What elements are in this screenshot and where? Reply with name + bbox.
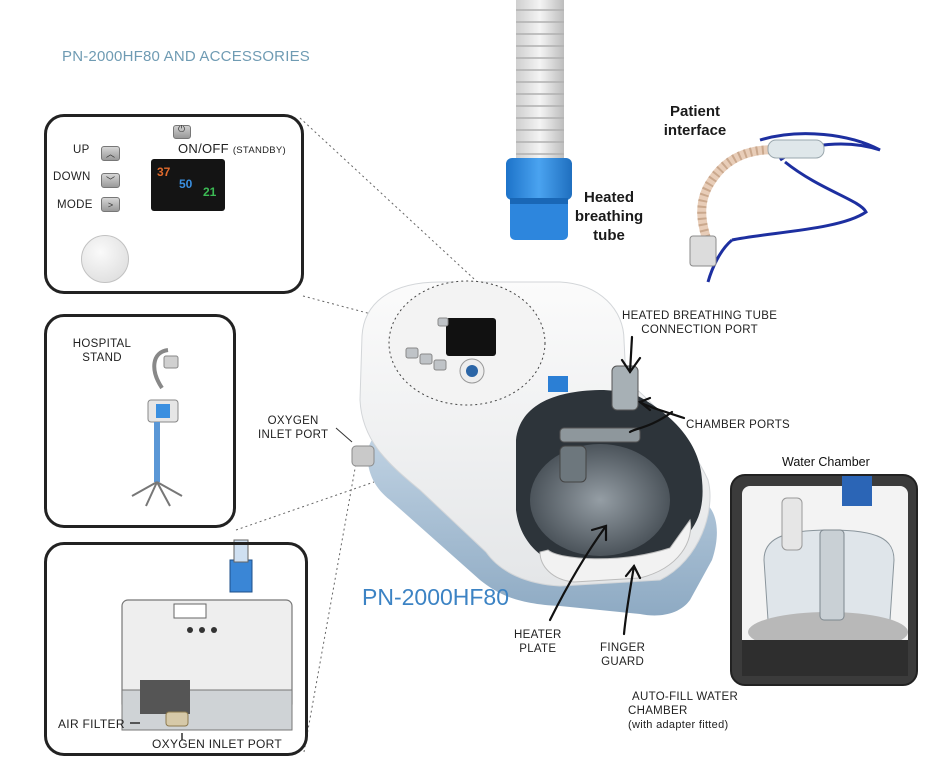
- up-label: UP: [73, 144, 90, 156]
- water-chamber-label: Water Chamber: [782, 455, 870, 469]
- annotation-arrows: [548, 335, 686, 636]
- filter-arrows: [130, 722, 183, 740]
- power-button[interactable]: ⏻: [173, 124, 191, 139]
- chevron-right-icon: >: [107, 199, 114, 210]
- temperature-value: 37: [157, 165, 171, 179]
- up-button[interactable]: ︿: [101, 146, 120, 161]
- chevron-up-icon: ︿: [105, 149, 115, 159]
- mode-button[interactable]: >: [101, 197, 120, 212]
- down-label: DOWN: [53, 171, 91, 183]
- patient-interface-drawing: [689, 132, 881, 283]
- oxygen-inlet-port-label: OXYGEN INLET PORT: [152, 737, 283, 751]
- leader-lines: [235, 117, 487, 753]
- air-filter-panel: [44, 542, 308, 756]
- heated-tube-drawing: [506, 0, 572, 240]
- on-off-label: ON/OFF (STANDBY): [178, 141, 287, 156]
- page-title: PN-2000HF80 AND ACCESSORIES: [62, 48, 310, 65]
- oxygen-value: 21: [203, 185, 217, 199]
- hospital-stand-drawing: [131, 348, 183, 507]
- chevron-down-icon: ﹀: [105, 176, 115, 186]
- flow-value: 50: [179, 177, 193, 191]
- water-chamber-drawing: [730, 474, 918, 686]
- mode-label: MODE: [57, 199, 93, 211]
- model-label: PN-2000HF80: [362, 584, 510, 610]
- power-icon: ⏻: [178, 124, 186, 134]
- air-filter-label: AIR FILTER: [58, 717, 125, 731]
- down-button[interactable]: ﹀: [101, 173, 120, 188]
- control-knob[interactable]: [81, 235, 129, 283]
- filter-view-drawing: [121, 539, 293, 731]
- control-panel-zoom: ⏻ ON/OFF (STANDBY) UP ︿ DOWN ﹀ MODE > 37…: [44, 114, 304, 294]
- display-screen: 37 50 21: [151, 159, 225, 211]
- main-device-drawing: [351, 280, 717, 616]
- chamber-ports-callout: CHAMBER PORTS: [686, 419, 791, 431]
